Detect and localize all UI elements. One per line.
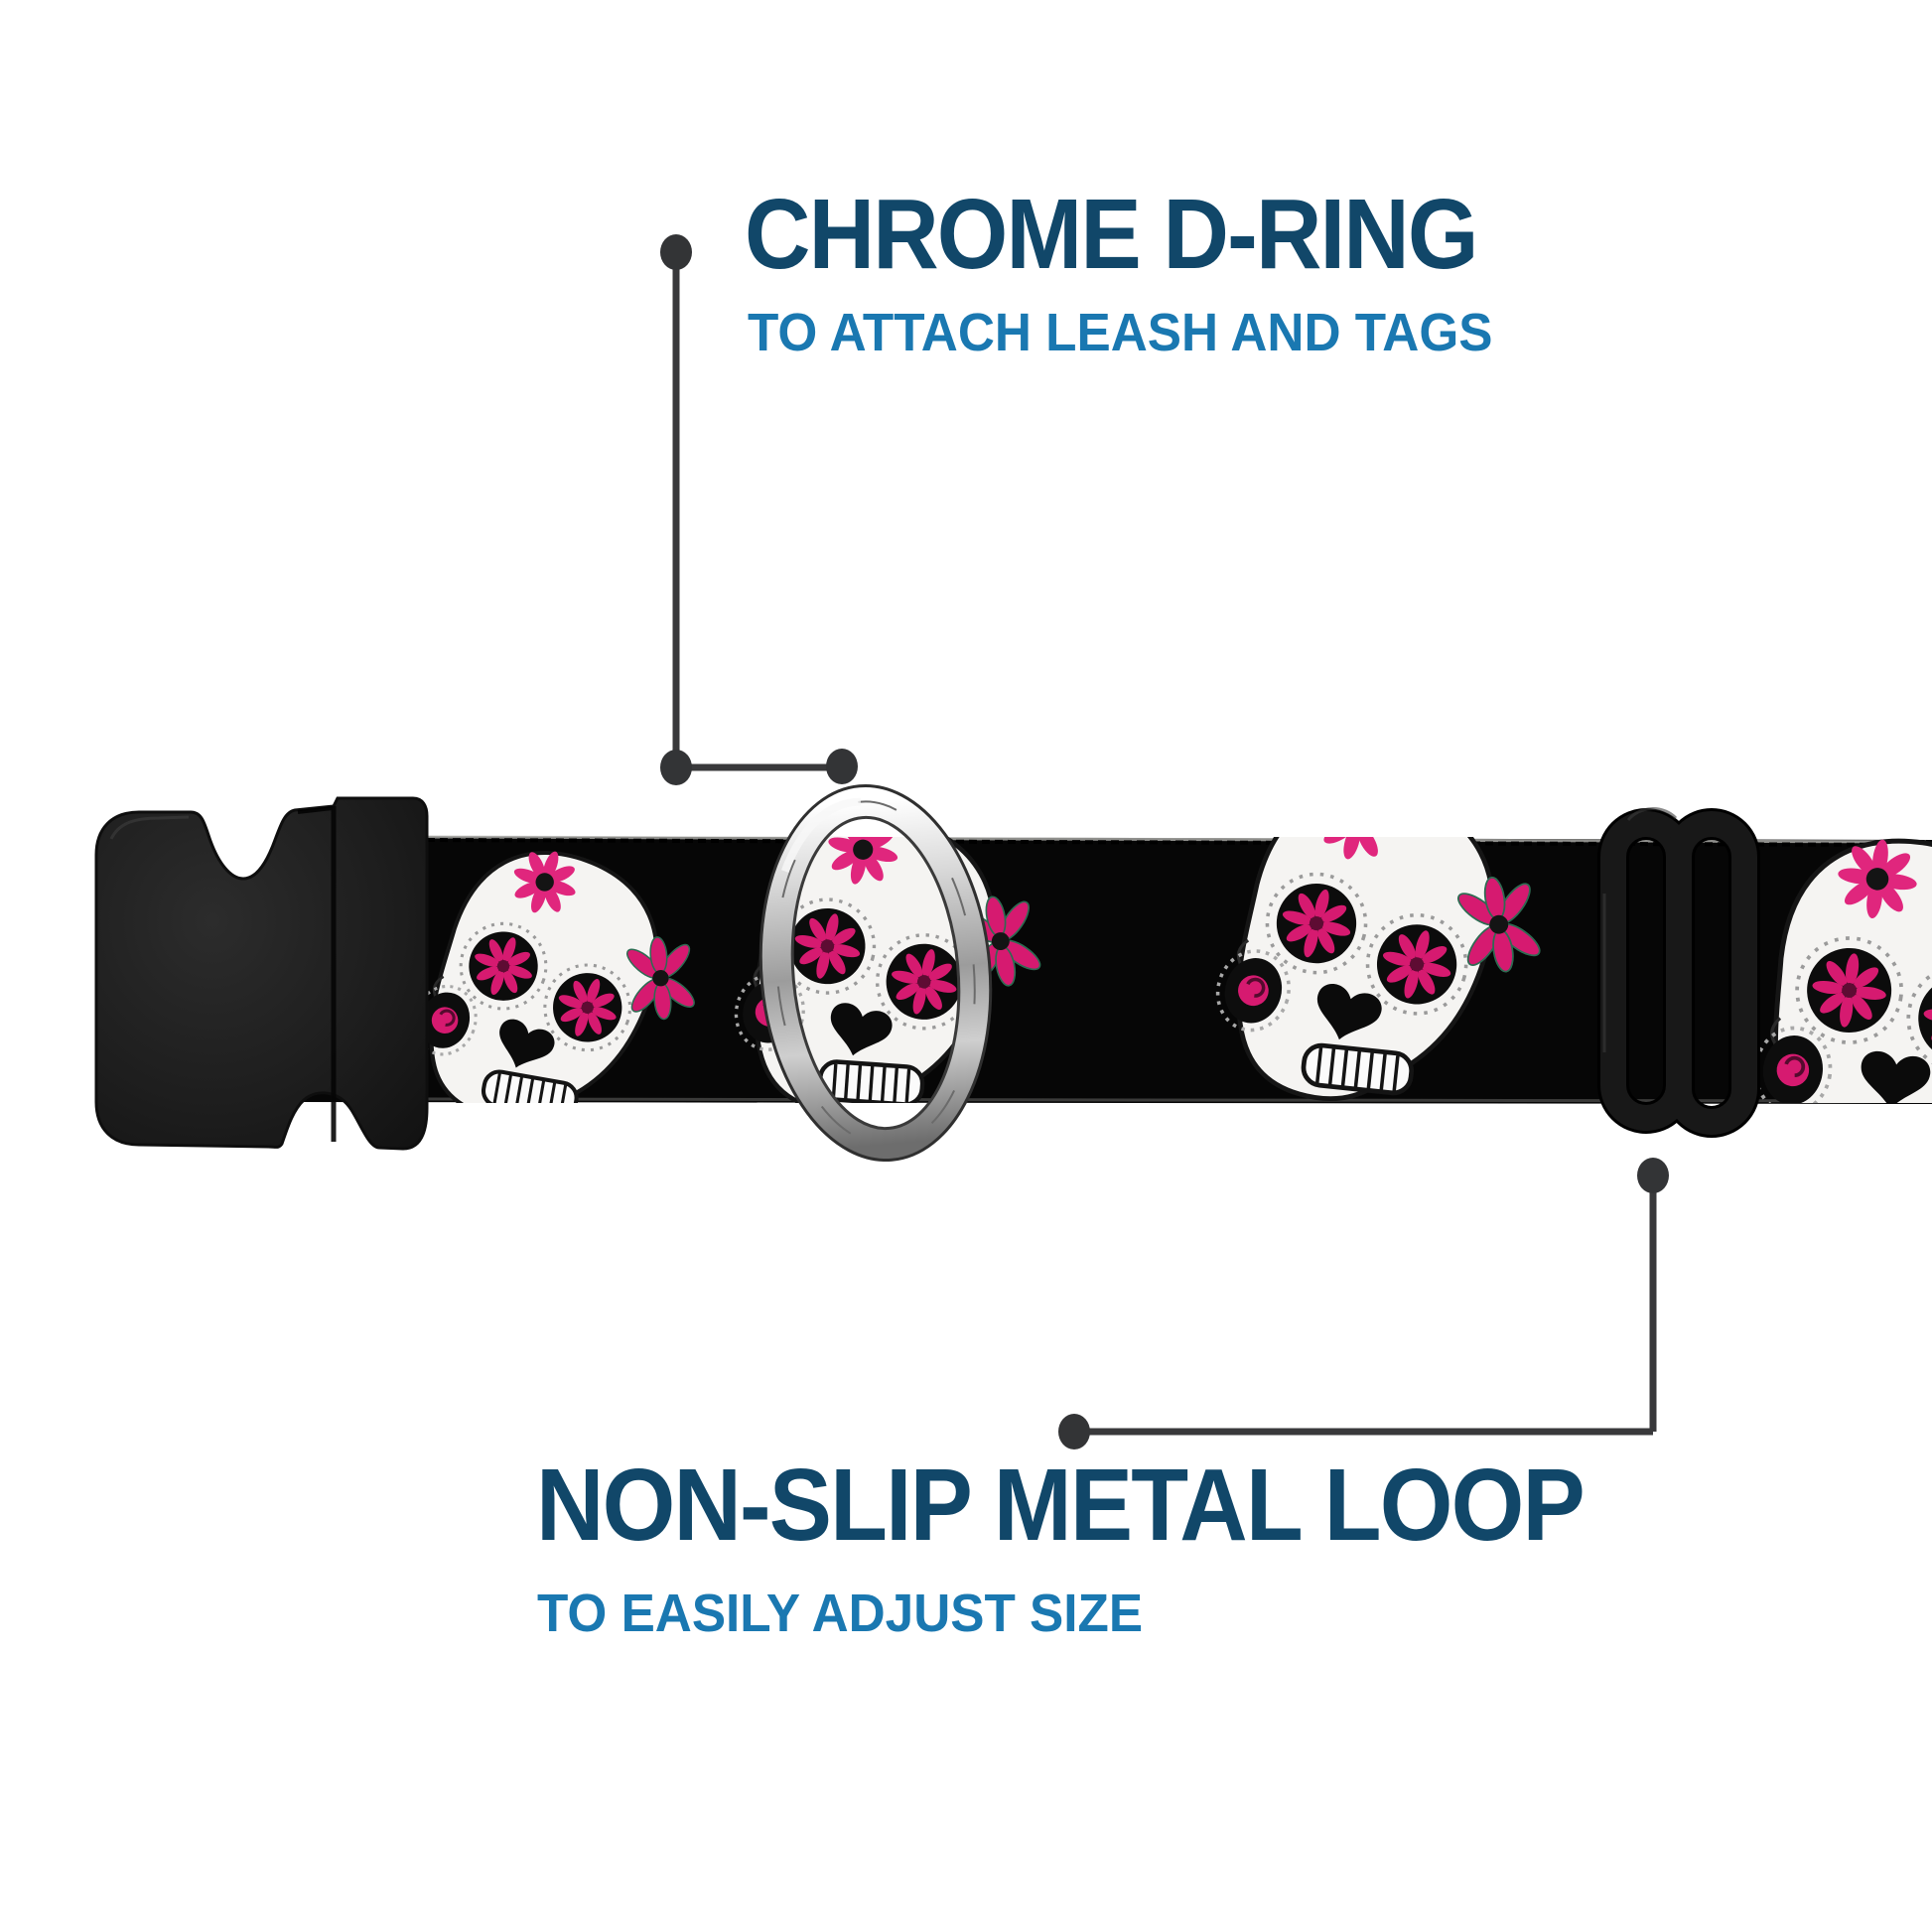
callout-dot <box>1058 1414 1090 1449</box>
callout-dot <box>826 749 858 784</box>
chrome-d-ring <box>759 783 993 1163</box>
metal-loop-callout-line <box>1058 1158 1669 1449</box>
metal-loop-title: NON-SLIP METAL LOOP <box>536 1448 1586 1562</box>
callout-dot <box>660 234 692 270</box>
side-release-buckle <box>94 796 429 1151</box>
callout-dot <box>660 750 692 785</box>
d-ring-subtitle: TO ATTACH LEASH AND TAGS <box>748 303 1493 362</box>
metal-loop-subtitle: TO EASILY ADJUST SIZE <box>537 1584 1144 1643</box>
callout-dot <box>1637 1158 1669 1193</box>
non-slip-metal-loop <box>1597 807 1760 1138</box>
d-ring-title: CHROME D-RING <box>745 179 1478 290</box>
d-ring-callout-line <box>660 234 858 785</box>
